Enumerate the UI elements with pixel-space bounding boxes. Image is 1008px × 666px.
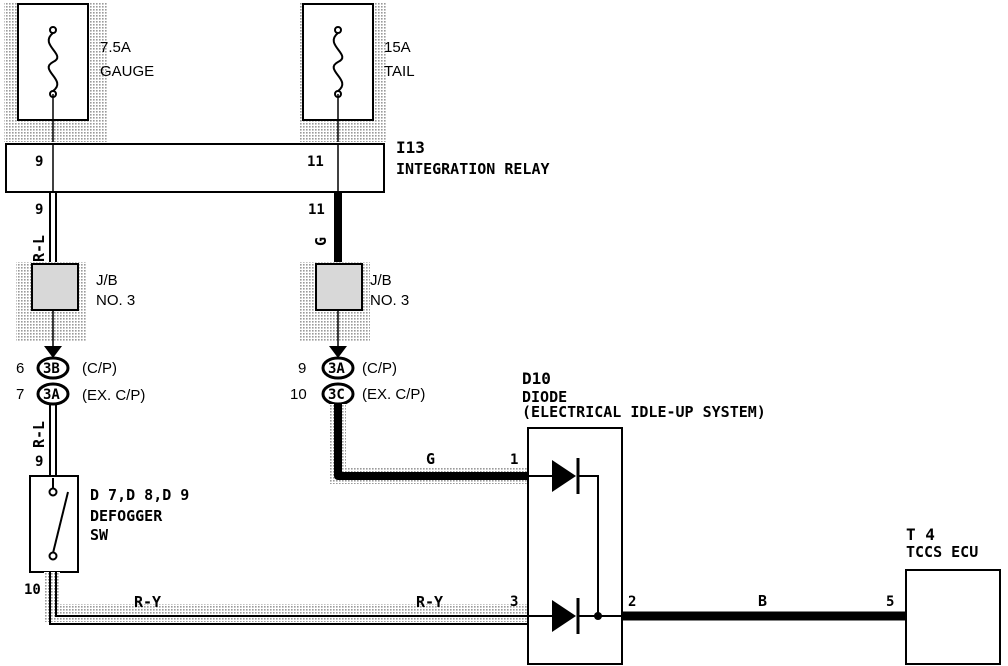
wire-g-thick	[334, 404, 528, 480]
connector-left-pin-7: 7	[16, 386, 24, 403]
jb-left-label-2: NO. 3	[96, 292, 135, 309]
switch-lever	[52, 491, 69, 554]
connector-right-note-1: (C/P)	[362, 360, 397, 377]
diode-pin-3: 3	[510, 594, 518, 610]
svg-text:3A: 3A	[328, 361, 345, 377]
ecu-pin: 5	[886, 594, 894, 610]
diode-box	[527, 427, 623, 665]
fuse-tail-amp: 15A	[384, 39, 411, 56]
fuse-gauge-name: GAUGE	[100, 63, 154, 80]
wire-ry-right: R-Y	[416, 593, 443, 611]
relay-pin-left: 9	[35, 154, 43, 170]
connector-right-3a: 3A	[321, 356, 355, 380]
wire-right-top-color: G	[312, 237, 330, 246]
svg-text:3A: 3A	[43, 387, 60, 403]
ecu-id: T 4	[906, 525, 935, 544]
switch-name-1: DEFOGGER	[90, 507, 163, 525]
relay-pin-right: 11	[307, 154, 324, 170]
connector-left-pin-6: 6	[16, 360, 24, 377]
connector-right-note-2: (EX. C/P)	[362, 386, 425, 403]
svg-text:3C: 3C	[328, 387, 345, 403]
diode-symbol-upper-icon	[528, 458, 599, 616]
jb-right-box	[315, 263, 363, 311]
connector-right-pin-10: 10	[290, 386, 307, 403]
wire-left-bottom-pin: 9	[35, 454, 43, 470]
fuse-tail-name: TAIL	[384, 63, 415, 80]
switch-contact-bottom	[48, 551, 58, 561]
diode-pin-1: 1	[510, 452, 518, 468]
ry-wire-shade-h	[44, 604, 528, 622]
wire-g-to-diode: G	[426, 450, 435, 468]
wire-left-top-pin: 9	[35, 202, 43, 218]
jb-left-box	[31, 263, 79, 311]
wire-left-top-color: R-L	[30, 235, 48, 262]
fuse-gauge	[17, 3, 89, 142]
connector-left-3a: 3A	[36, 382, 70, 406]
jb-left-label-1: J/B	[96, 272, 118, 289]
relay-id: I13	[396, 138, 425, 157]
switch-contact-top	[48, 487, 58, 497]
ecu-name: TCCS ECU	[906, 543, 978, 561]
switch-pin-bottom: 10	[24, 582, 41, 598]
connector-left-3b: 3B	[36, 356, 70, 380]
diode-id: D10	[522, 369, 551, 388]
wire-left-bottom-color: R-L	[30, 421, 48, 448]
jb-right-arrow-icon	[329, 346, 347, 358]
jb-left-arrow-icon	[44, 346, 62, 358]
diode-name: DIODE	[522, 388, 567, 406]
switch-id: D 7,D 8,D 9	[90, 486, 189, 504]
connector-right-3c: 3C	[321, 382, 355, 406]
wire-right-top-pin: 11	[308, 202, 325, 218]
switch-name-2: SW	[90, 526, 109, 544]
connector-left-note-1: (C/P)	[82, 360, 117, 377]
diode-subtitle: (ELECTRICAL IDLE-UP SYSTEM)	[522, 403, 766, 421]
diode-pin-2: 2	[628, 594, 636, 610]
relay-name: INTEGRATION RELAY	[396, 160, 550, 178]
fuse-tail	[302, 3, 374, 142]
ecu-box	[905, 569, 1001, 665]
wire-b-to-ecu: B	[758, 592, 767, 610]
integration-relay-box	[5, 143, 385, 193]
svg-text:3B: 3B	[43, 361, 60, 377]
connector-right-pin-9: 9	[298, 360, 306, 377]
diode-symbol-lower-icon	[528, 598, 622, 634]
connector-left-note-2: (EX. C/P)	[82, 387, 145, 404]
jb-right-label-2: NO. 3	[370, 292, 409, 309]
wire-ry-left: R-Y	[134, 593, 161, 611]
fuse-gauge-amp: 7.5A	[100, 39, 131, 56]
jb-right-label-1: J/B	[370, 272, 392, 289]
